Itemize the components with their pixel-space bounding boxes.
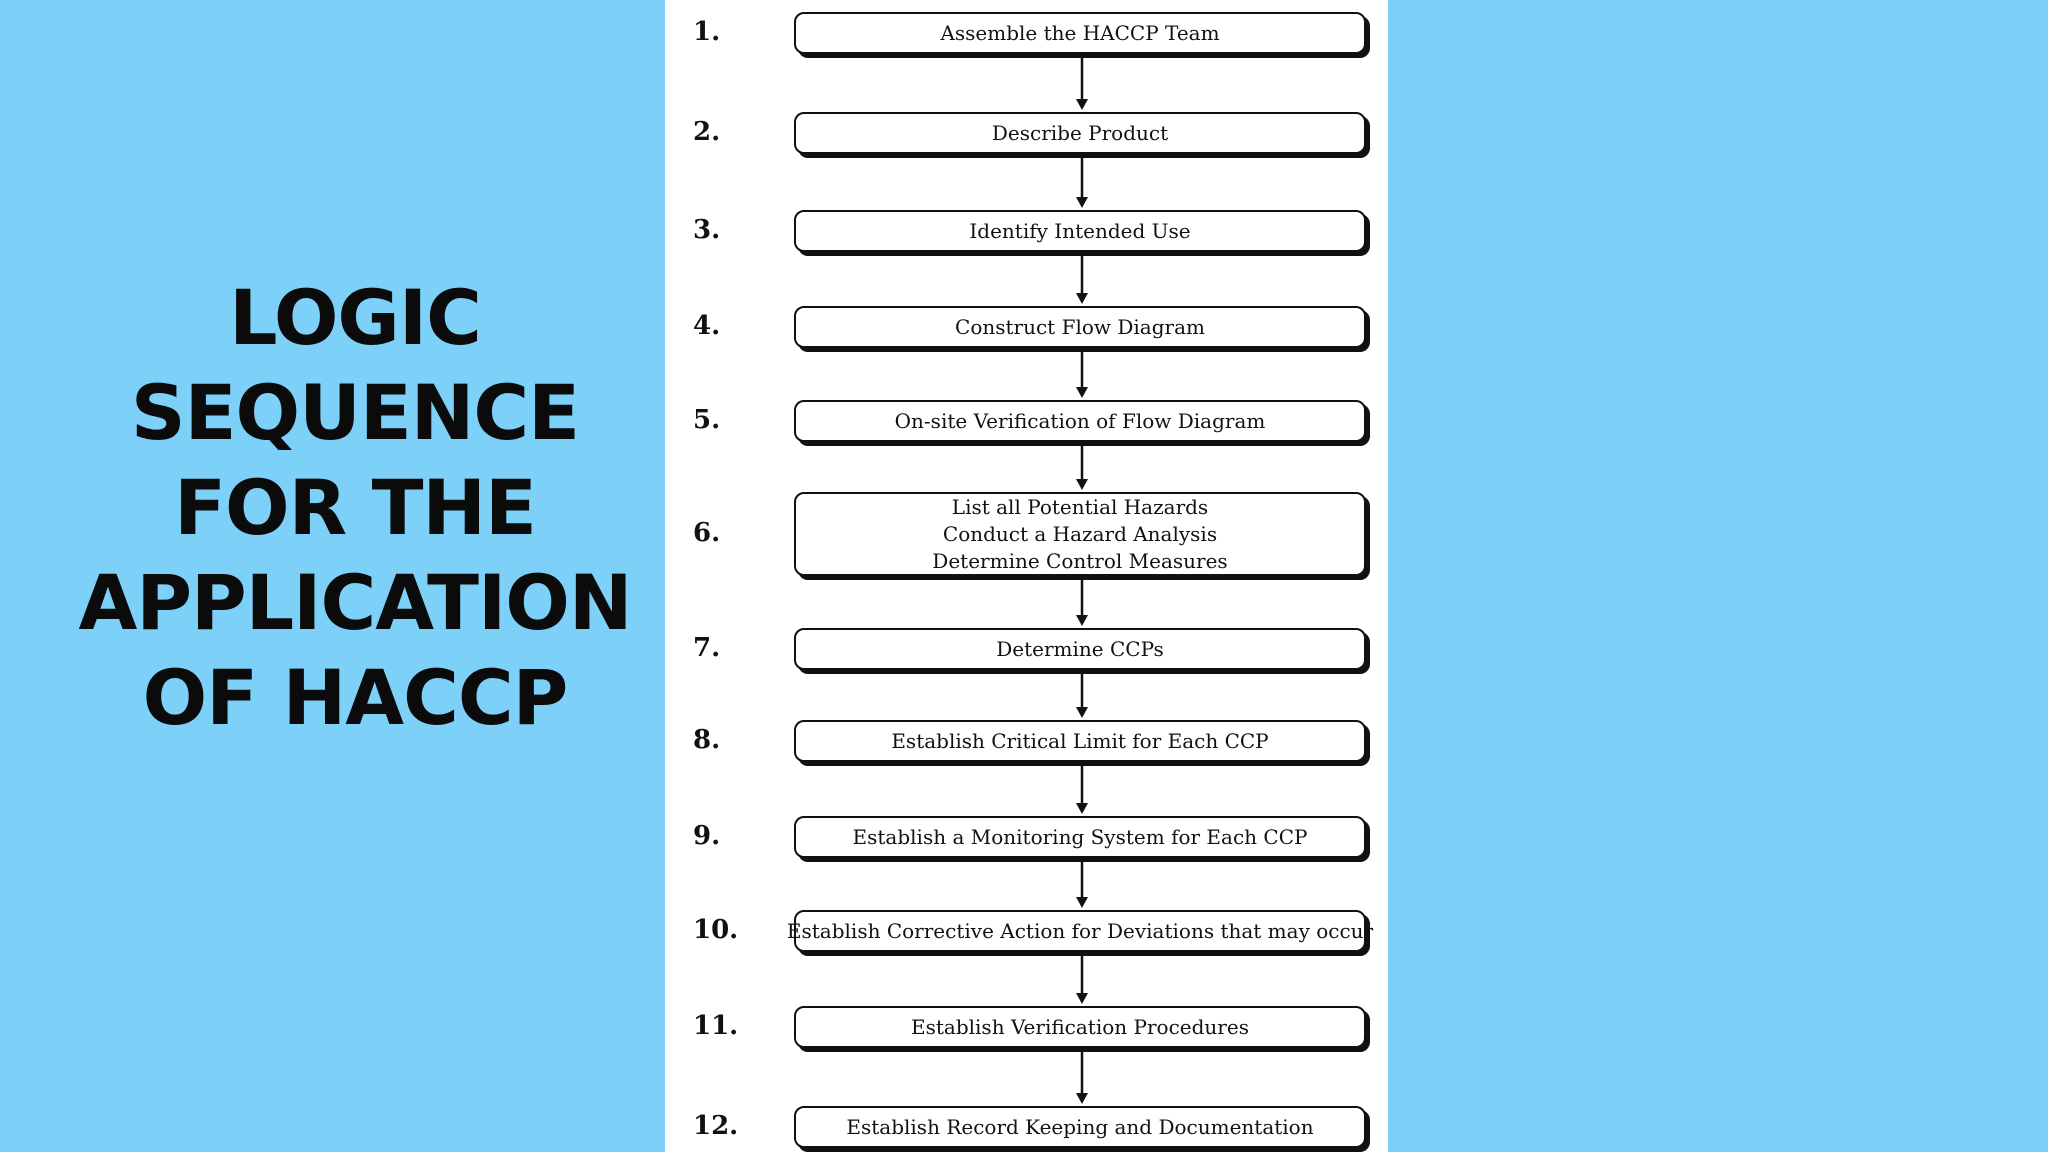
step-box-7: Determine CCPs [794,628,1366,670]
title-line-2: SEQUENCE [130,368,580,457]
step-label: Determine Control Measures [932,548,1228,573]
step-number: 7. [693,633,721,663]
step-number: 6. [693,518,721,548]
step-label: Establish Corrective Action for Deviatio… [786,918,1374,943]
title-line-5: OF HACCP [142,653,569,742]
step-label: Determine CCPs [996,636,1164,661]
flow-arrow [1076,956,1088,1004]
step-label: Identify Intended Use [969,218,1191,243]
step-number: 3. [693,215,721,245]
step-box-3: Identify Intended Use [794,210,1366,252]
step-label: On-site Verification of Flow Diagram [894,408,1266,433]
step-label: Describe Product [991,120,1169,145]
step-box-9: Establish a Monitoring System for Each C… [794,816,1366,858]
title-line-3: FOR THE [174,463,537,552]
step-label: List all Potential Hazards [951,494,1209,519]
step-box-8: Establish Critical Limit for Each CCP [794,720,1366,762]
flow-arrow [1076,256,1088,304]
step-number: 4. [693,311,721,341]
flow-arrow [1076,862,1088,908]
title-line-1: LOGIC [229,273,482,362]
step-label: Establish a Monitoring System for Each C… [852,824,1308,849]
step-number: 9. [693,821,721,851]
step-box-4: Construct Flow Diagram [794,306,1366,348]
step-box-1: Assemble the HACCP Team [794,12,1366,54]
step-label: Assemble the HACCP Team [940,20,1220,45]
step-label: Establish Critical Limit for Each CCP [891,728,1269,753]
flowchart-panel [665,0,1388,1152]
step-box-5: On-site Verification of Flow Diagram [794,400,1366,442]
step-label: Construct Flow Diagram [955,314,1205,339]
title-line-4: APPLICATION [78,558,633,647]
step-number: 11. [693,1011,739,1041]
flow-arrow [1076,58,1088,110]
step-number: 1. [693,17,721,47]
step-number: 5. [693,405,721,435]
flow-arrow [1076,352,1088,398]
step-number: 12. [693,1111,739,1141]
flow-arrow [1076,446,1088,490]
step-label: Establish Verification Procedures [911,1014,1249,1039]
step-number: 2. [693,117,721,147]
flow-arrow [1076,674,1088,718]
step-number: 10. [693,915,739,945]
step-label: Conduct a Hazard Analysis [942,521,1218,546]
step-box-12: Establish Record Keeping and Documentati… [794,1106,1366,1148]
flow-arrow [1076,580,1088,626]
flow-arrow [1076,1052,1088,1104]
flow-arrow [1076,766,1088,814]
step-label: Establish Record Keeping and Documentati… [846,1114,1314,1139]
step-box-10: Establish Corrective Action for Deviatio… [787,910,1373,952]
step-number: 8. [693,725,721,755]
step-box-2: Describe Product [794,112,1366,154]
step-box-11: Establish Verification Procedures [794,1006,1366,1048]
flow-arrow [1076,158,1088,208]
page-title: LOGIC SEQUENCE FOR THE APPLICATION OF HA… [55,270,655,745]
